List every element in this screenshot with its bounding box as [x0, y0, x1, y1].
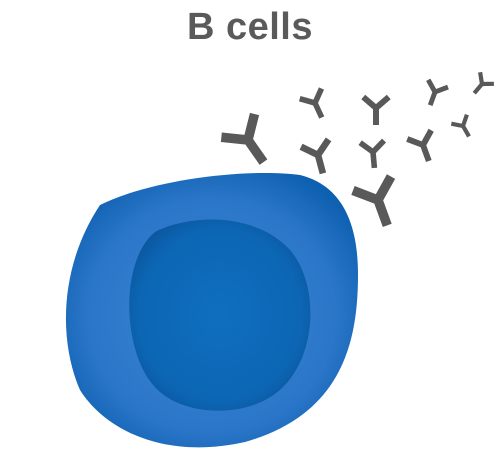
antibody-icon [360, 141, 386, 169]
antibody-icon [353, 177, 406, 233]
antibody-icon [420, 80, 448, 109]
diagram-title: B cells [186, 6, 314, 48]
antibody-icon [300, 89, 333, 123]
antibody-icon [221, 114, 280, 174]
antibody-icon [467, 72, 494, 99]
antibody-icon [407, 130, 441, 165]
antibody-icon [363, 97, 389, 125]
antibody-icon [301, 139, 337, 177]
antibody-icon [451, 115, 476, 141]
b-cell-nucleus [129, 219, 311, 411]
